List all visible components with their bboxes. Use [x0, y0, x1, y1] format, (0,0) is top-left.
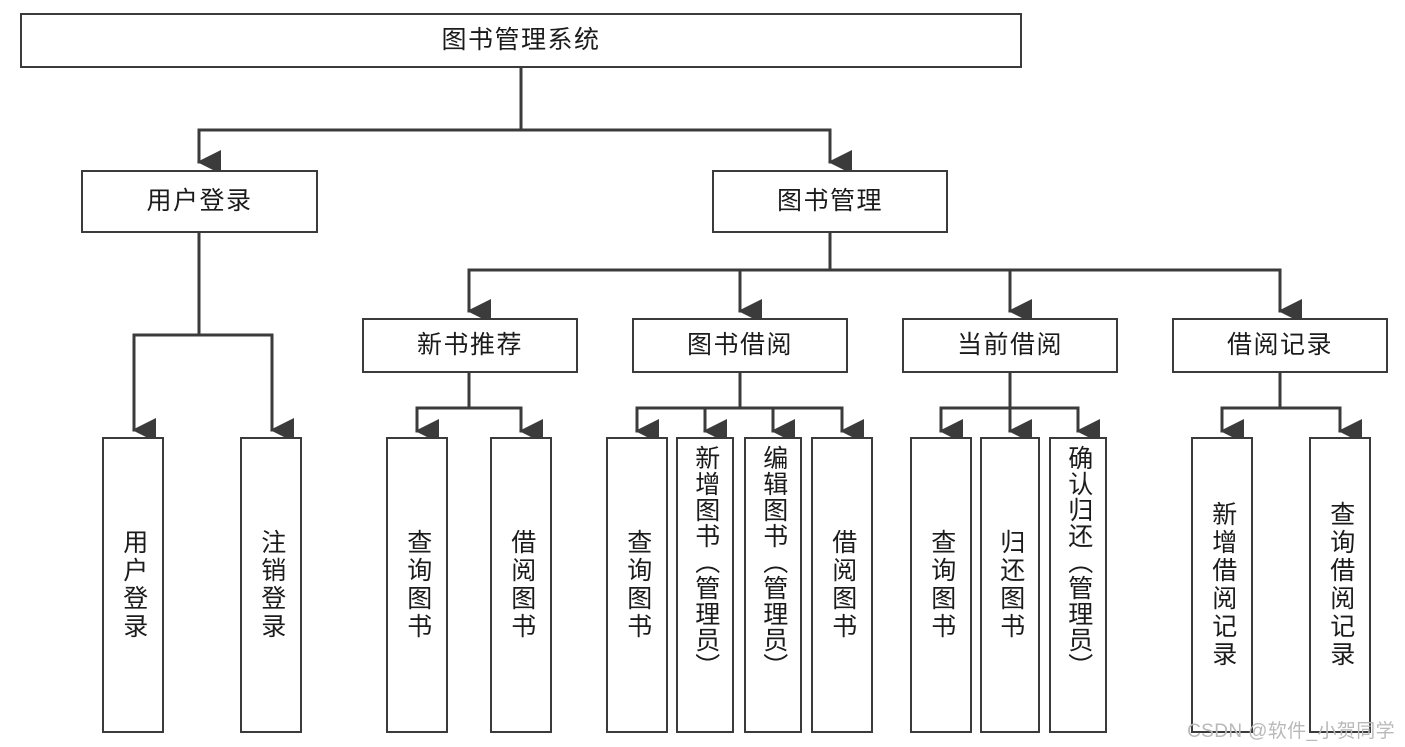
node-label: 新增图书（管理员）: [691, 445, 720, 679]
node-label: 确认归还（管理员）: [1064, 445, 1093, 679]
node-label: 查询图书: [623, 529, 652, 641]
leaf-current-query-book[interactable]: 查询图书: [910, 437, 972, 733]
leaf-records-add-record[interactable]: 新增借阅记录: [1191, 437, 1253, 733]
leaf-borrow-add-book-admin[interactable]: 新增图书（管理员）: [676, 437, 734, 733]
node-new-book-recommend[interactable]: 新书推荐: [362, 318, 578, 373]
leaf-user-login-logout[interactable]: 注销登录: [240, 437, 302, 733]
node-label: 图书借阅: [686, 330, 793, 359]
node-root-system[interactable]: 图书管理系统: [20, 13, 1022, 68]
node-label: 查询图书: [927, 529, 956, 641]
node-label: 当前借阅: [956, 330, 1063, 359]
node-label: 编辑图书（管理员）: [759, 445, 788, 679]
node-label: 查询图书: [403, 529, 432, 641]
leaf-borrow-query-book[interactable]: 查询图书: [606, 437, 668, 733]
leaf-user-login-login[interactable]: 用户登录: [102, 437, 164, 733]
leaf-recommend-query-book[interactable]: 查询图书: [386, 437, 448, 733]
node-user-login[interactable]: 用户登录: [81, 170, 318, 233]
node-label: 借阅图书: [507, 529, 536, 641]
node-label: 查询借阅记录: [1326, 501, 1355, 669]
node-label: 新增借阅记录: [1208, 501, 1237, 669]
node-label: 注销登录: [257, 529, 286, 641]
node-current-borrow[interactable]: 当前借阅: [902, 318, 1118, 373]
leaf-recommend-borrow-book[interactable]: 借阅图书: [490, 437, 552, 733]
leaf-current-confirm-return-admin[interactable]: 确认归还（管理员）: [1049, 437, 1107, 733]
leaf-borrow-borrow-book[interactable]: 借阅图书: [811, 437, 873, 733]
node-label: 用户登录: [119, 529, 148, 641]
csdn-watermark: CSDN @软件_小贺同学: [1187, 721, 1395, 742]
node-label: 图书管理系统: [441, 25, 601, 54]
node-label: 借阅图书: [828, 529, 857, 641]
node-book-management[interactable]: 图书管理: [712, 170, 948, 233]
node-label: 借阅记录: [1226, 330, 1333, 359]
node-borrow-records[interactable]: 借阅记录: [1172, 318, 1388, 373]
node-book-borrow[interactable]: 图书借阅: [632, 318, 848, 373]
leaf-borrow-edit-book-admin[interactable]: 编辑图书（管理员）: [744, 437, 802, 733]
node-label: 用户登录: [146, 186, 253, 215]
node-label: 归还图书: [996, 529, 1025, 641]
leaf-current-return-book[interactable]: 归还图书: [980, 437, 1040, 733]
node-label: 图书管理: [776, 186, 883, 215]
leaf-records-query-record[interactable]: 查询借阅记录: [1309, 437, 1371, 733]
node-label: 新书推荐: [416, 330, 523, 359]
